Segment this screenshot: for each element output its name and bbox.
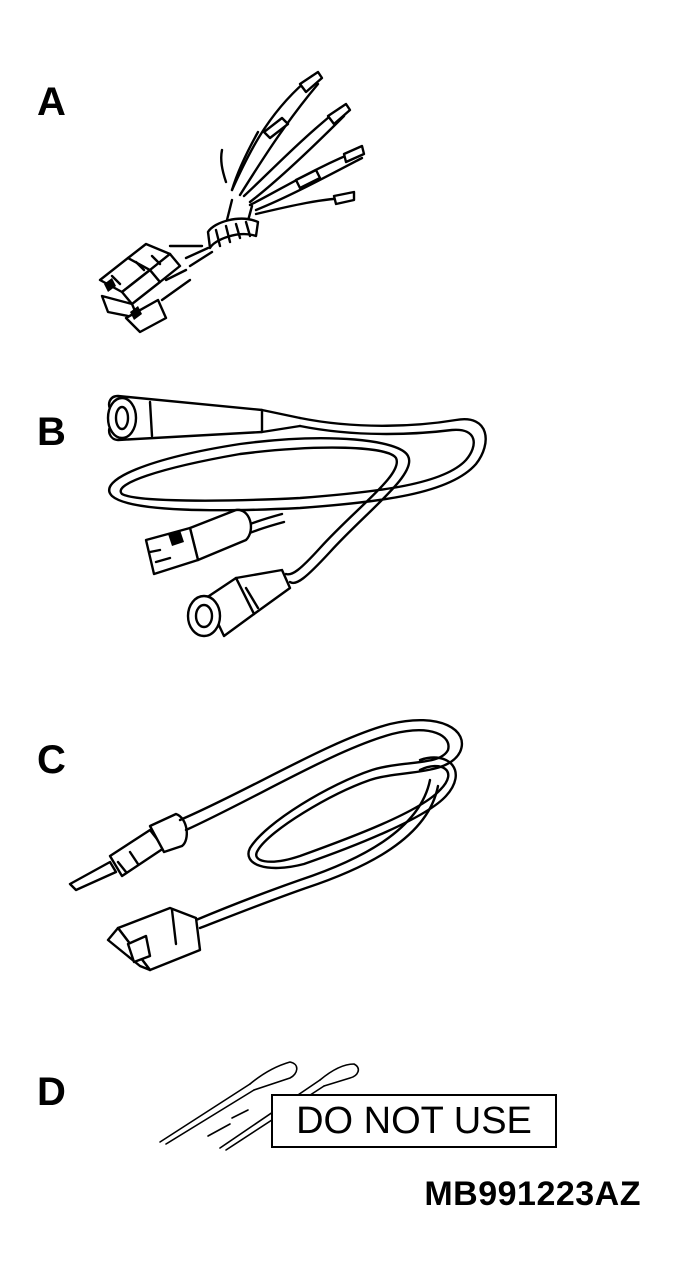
label-c: C (37, 738, 66, 782)
harness-b-drawing (106, 394, 487, 638)
label-b: B (37, 410, 66, 454)
label-d: D (37, 1070, 66, 1114)
part-number: MB991223AZ (424, 1175, 641, 1213)
harness-c-drawing (68, 719, 463, 972)
do-not-use-box: DO NOT USE (271, 1094, 557, 1148)
probe-set-d-drawing (159, 1061, 360, 1151)
harness-a-drawing (98, 70, 366, 334)
label-a: A (37, 80, 66, 124)
